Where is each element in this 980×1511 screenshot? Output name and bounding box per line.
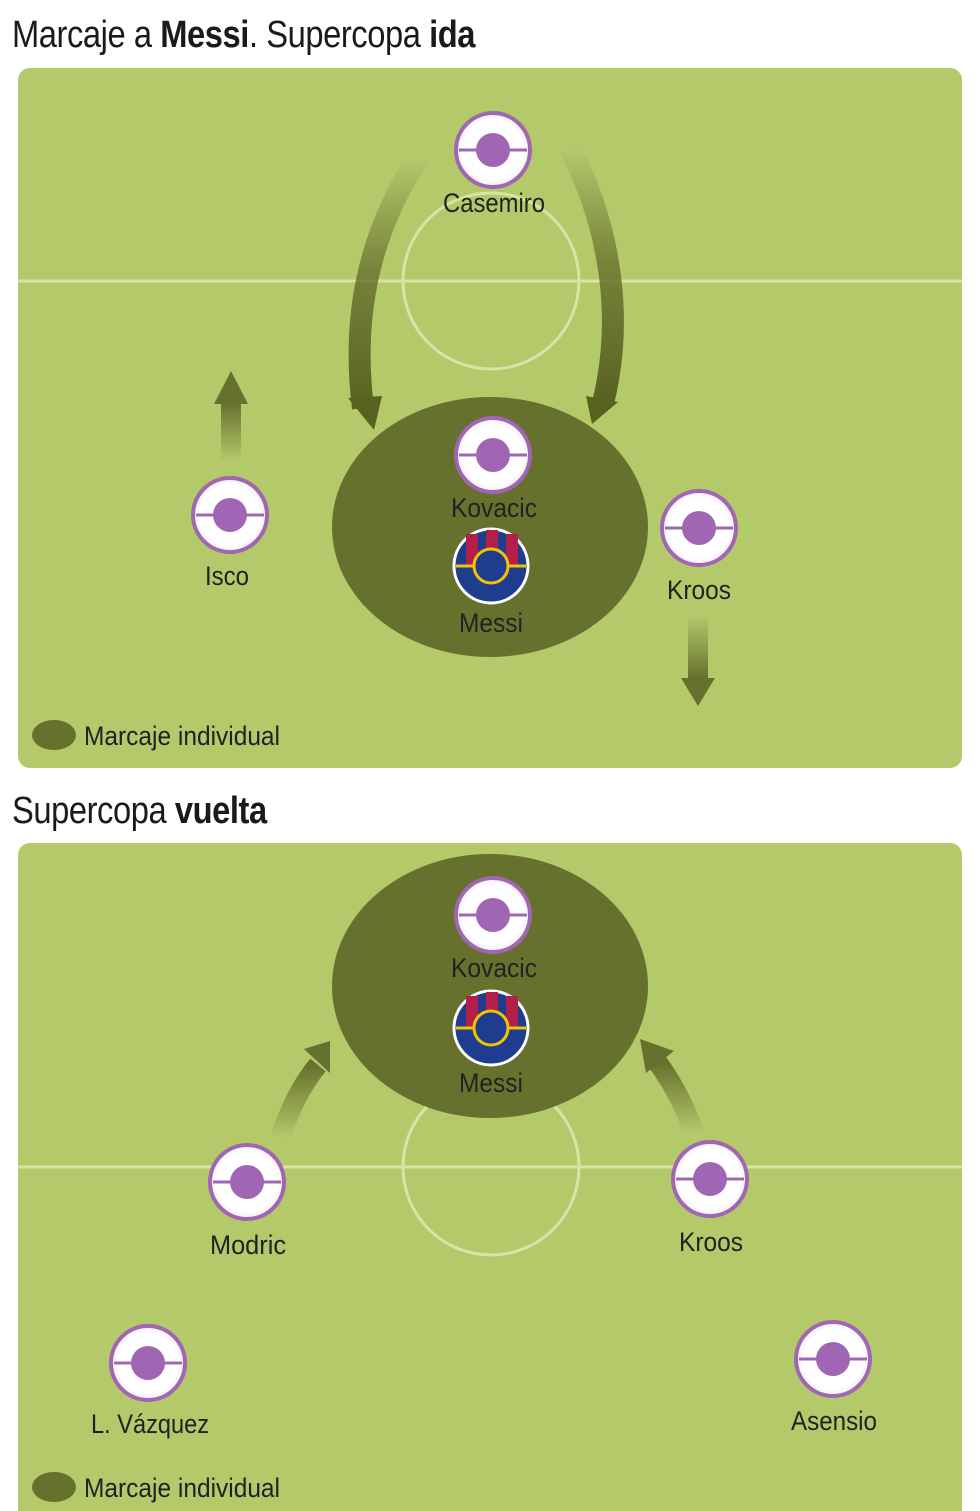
title-vuelta: Supercopa vuelta xyxy=(12,790,267,832)
curved-arrow-left xyxy=(270,1041,330,1142)
legend-swatch xyxy=(32,720,76,750)
legend-ida: Marcaje individual xyxy=(32,720,280,751)
label-asensio: Asensio xyxy=(791,1406,877,1436)
legend-swatch xyxy=(32,1472,76,1502)
title-ida: Marcaje a Messi. Supercopa ida xyxy=(12,14,476,56)
pitch-vuelta-diagram: Kovacic Messi Modric Kroos L. V xyxy=(18,854,962,1503)
player-kroos: Kroos xyxy=(671,1140,749,1257)
label-vazquez: L. Vázquez xyxy=(91,1409,209,1439)
pitch-ida: Casemiro Kovacic Messi Isco xyxy=(18,68,962,768)
legend-label: Marcaje individual xyxy=(84,721,280,751)
label-kroos: Kroos xyxy=(679,1227,743,1257)
marking-zone xyxy=(332,854,648,1118)
label-messi: Messi xyxy=(459,608,523,638)
player-kovacic: Kovacic xyxy=(451,416,537,523)
marking-zone xyxy=(332,397,648,657)
curved-arrow-right xyxy=(640,1039,704,1137)
player-vazquez: L. Vázquez xyxy=(91,1324,209,1439)
label-kovacic: Kovacic xyxy=(451,493,537,523)
label-kroos: Kroos xyxy=(667,575,731,605)
center-circle xyxy=(401,191,581,371)
label-messi: Messi xyxy=(459,1068,523,1098)
label-kovacic: Kovacic xyxy=(451,953,537,983)
label-modric: Modric xyxy=(210,1230,286,1260)
arrow-down-kroos xyxy=(681,616,715,706)
player-kroos: Kroos xyxy=(660,489,738,605)
player-asensio: Asensio xyxy=(791,1320,877,1436)
player-messi: Messi xyxy=(452,527,530,638)
legend-vuelta: Marcaje individual xyxy=(32,1472,280,1503)
legend-label: Marcaje individual xyxy=(84,1473,280,1503)
arrow-up-isco xyxy=(214,371,248,461)
pitch-ida-diagram: Casemiro Kovacic Messi Isco xyxy=(18,111,962,751)
player-casemiro: Casemiro xyxy=(443,111,545,218)
player-isco: Isco xyxy=(191,476,269,591)
curved-arrow-right xyxy=(560,143,624,424)
player-messi: Messi xyxy=(452,989,530,1098)
curved-arrow-left xyxy=(348,152,428,430)
pitch-vuelta: Kovacic Messi Modric Kroos L. V xyxy=(18,843,962,1511)
label-isco: Isco xyxy=(205,561,249,591)
player-kovacic: Kovacic xyxy=(451,876,537,983)
player-modric: Modric xyxy=(208,1143,286,1260)
label-casemiro: Casemiro xyxy=(443,188,545,218)
